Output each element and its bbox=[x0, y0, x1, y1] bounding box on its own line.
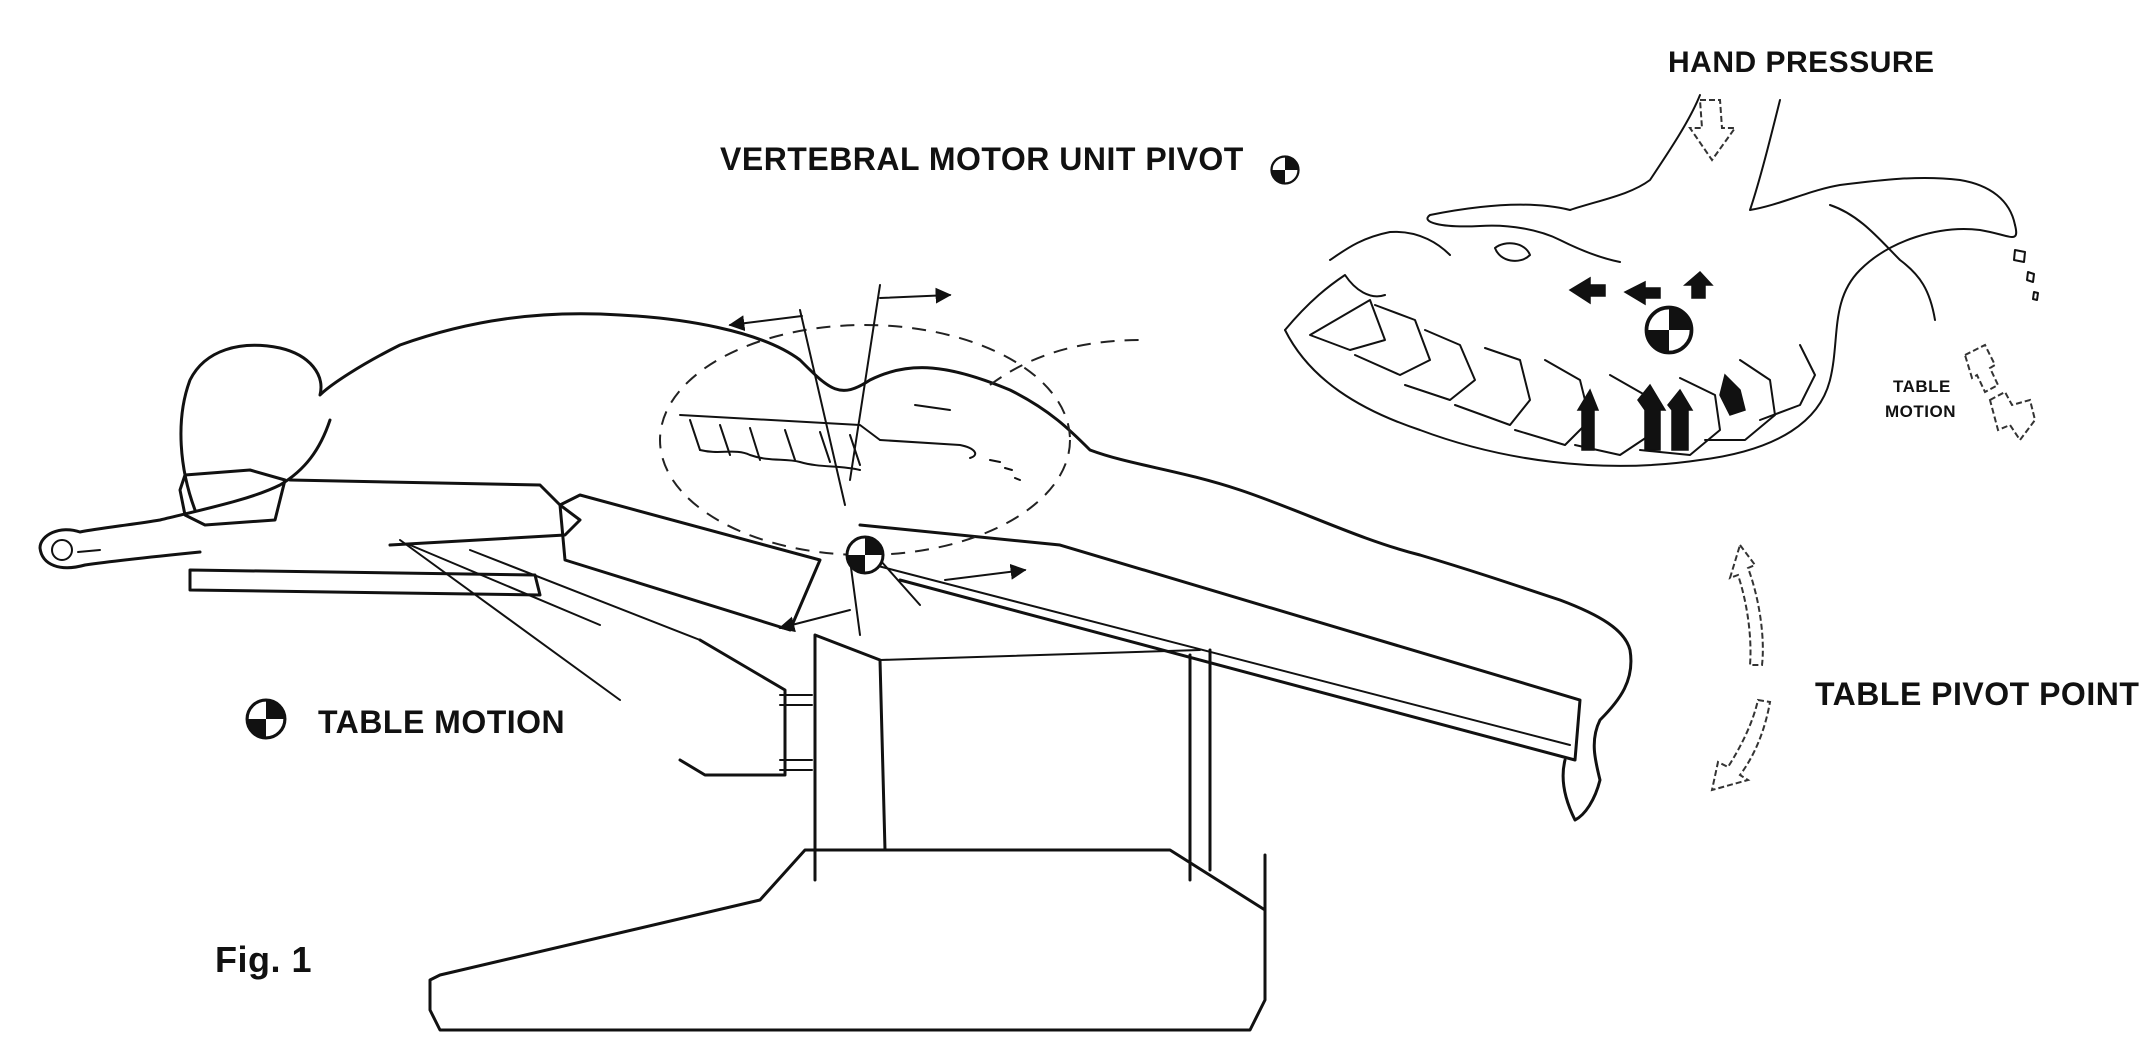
head-rest bbox=[178, 468, 287, 527]
vertebral-pivot-symbol bbox=[1644, 305, 1694, 355]
chest-pad bbox=[558, 493, 822, 632]
hand-pressure-arrow bbox=[1688, 99, 1737, 162]
hand-pressure-label: HAND PRESSURE bbox=[1668, 46, 1935, 79]
vertebral-pivot-label: VERTEBRAL MOTOR UNIT PIVOT bbox=[720, 141, 1244, 177]
table-base bbox=[428, 848, 1267, 1032]
hand-outline bbox=[1426, 94, 2016, 263]
table-pivot-symbol bbox=[845, 535, 885, 575]
table-motion-inset-label-1: TABLE bbox=[1893, 377, 1951, 396]
leg-section bbox=[858, 523, 1582, 762]
table-pivot-point-label: TABLE PIVOT POINT bbox=[1815, 676, 2139, 712]
patient-silhouette bbox=[38, 312, 1633, 822]
table-motion-inset-label-2: MOTION bbox=[1885, 402, 1956, 421]
vertebral-pivot-legend-icon bbox=[1270, 155, 1300, 185]
figure-caption: Fig. 1 bbox=[215, 939, 312, 980]
treatment-table bbox=[178, 468, 1582, 1032]
table-pivot-arrows bbox=[1710, 542, 1772, 792]
table-motion-label: TABLE MOTION bbox=[318, 704, 565, 740]
motion-arcs bbox=[659, 284, 1141, 636]
spine-sketch bbox=[679, 404, 1021, 481]
table-motion-legend-icon bbox=[245, 698, 287, 740]
spine-detail-inset bbox=[1284, 94, 2039, 467]
